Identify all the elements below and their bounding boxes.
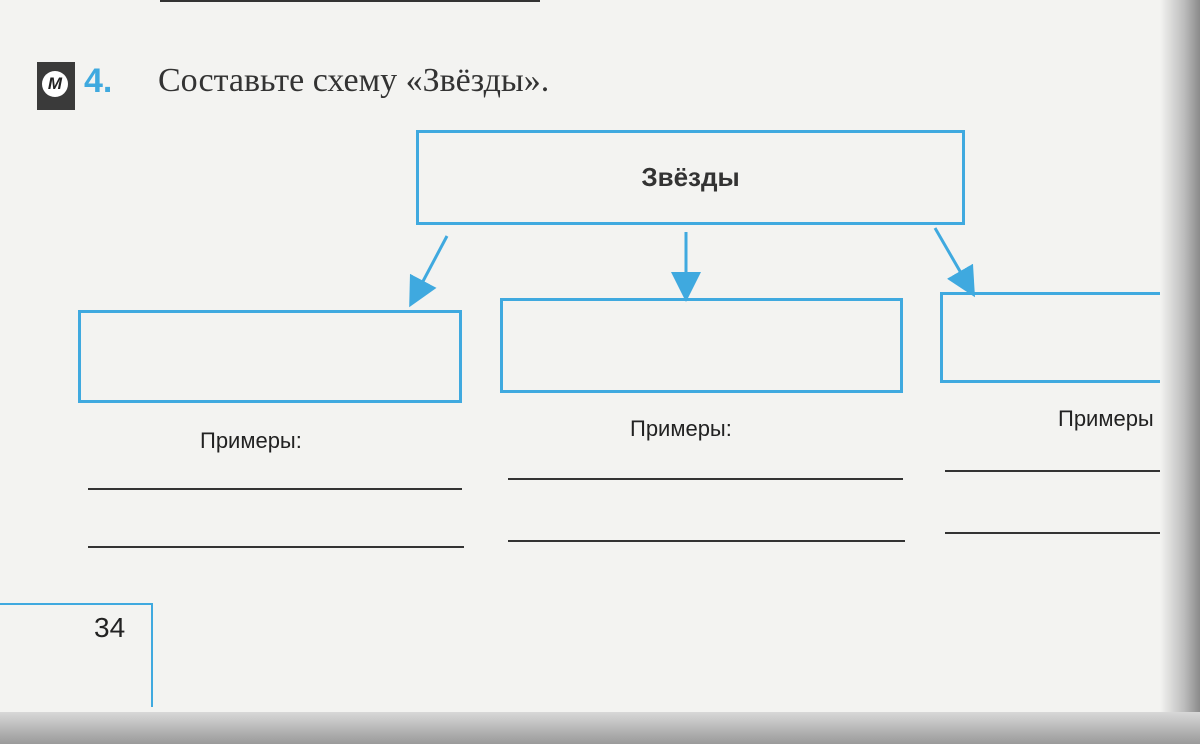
page-number: 34 <box>94 612 126 643</box>
answer-line[interactable] <box>88 546 464 548</box>
arrow-right <box>933 227 976 298</box>
page-fold-shadow <box>1160 0 1200 744</box>
arrow-left <box>409 235 449 308</box>
exercise-number: 4. <box>84 62 113 100</box>
answer-box-1[interactable] <box>78 310 462 403</box>
examples-label-2: Примеры: <box>630 416 732 441</box>
diagram-root-box: Звёзды <box>416 130 965 225</box>
answer-line[interactable] <box>508 478 903 480</box>
method-badge-icon: М <box>37 62 75 110</box>
diagram-root-label: Звёзды <box>641 162 740 192</box>
answer-line[interactable] <box>945 470 1200 472</box>
page-number-frame <box>0 603 153 707</box>
scanner-edge <box>0 712 1200 744</box>
answer-box-3[interactable] <box>940 292 1200 383</box>
top-answer-line <box>160 0 540 2</box>
answer-box-2[interactable] <box>500 298 903 393</box>
answer-line[interactable] <box>88 488 462 490</box>
answer-line[interactable] <box>508 540 905 542</box>
answer-line[interactable] <box>945 532 1200 534</box>
exercise-instruction: Составьте схему «Звёзды». <box>158 62 550 99</box>
examples-label-1: Примеры: <box>200 428 302 453</box>
examples-label-3: Примеры <box>1058 406 1154 431</box>
